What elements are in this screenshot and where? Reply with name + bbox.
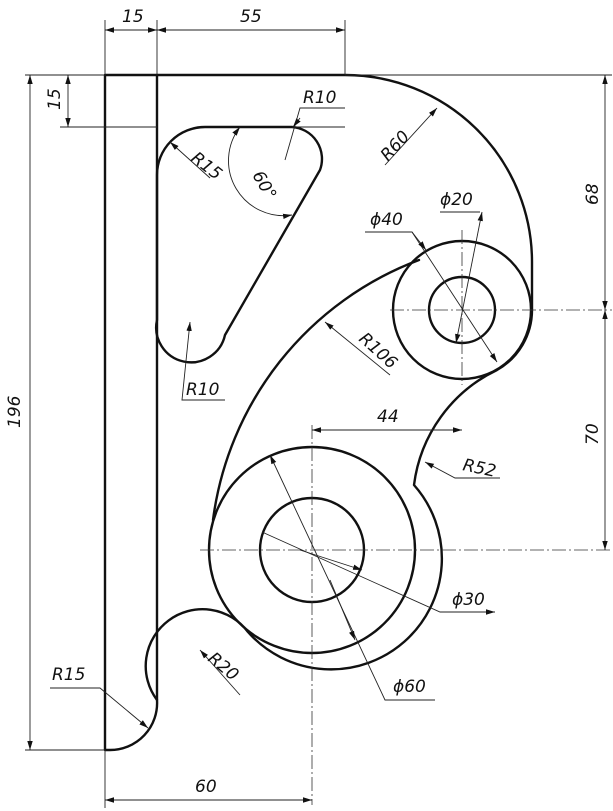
dim-height-68: 68 xyxy=(583,183,603,205)
dim-r60: R60 xyxy=(377,127,414,165)
dim-dia-20: ϕ20 xyxy=(440,190,473,210)
dim-r10-top: R10 xyxy=(303,88,336,108)
dim-height-15: 15 xyxy=(45,88,65,110)
dim-r106: R106 xyxy=(355,329,401,374)
dim-angle-60: 60° xyxy=(248,168,280,204)
dim-width-15: 15 xyxy=(122,7,144,27)
dim-r15-top: R15 xyxy=(187,148,226,184)
extension-lines xyxy=(25,20,612,808)
dim-height-196: 196 xyxy=(5,395,25,428)
leaders xyxy=(50,107,500,729)
dim-dia-60: ϕ60 xyxy=(393,677,426,697)
dimension-lines xyxy=(27,27,608,803)
part-outline xyxy=(103,73,534,752)
dimension-labels: 15 55 15 R10 R15 60° R60 68 ϕ20 ϕ40 196 … xyxy=(5,7,603,797)
dim-r15-bottom: R15 xyxy=(52,665,85,685)
outer-contour xyxy=(103,73,534,752)
dim-height-70: 70 xyxy=(583,423,603,445)
triangular-slot xyxy=(155,125,324,364)
dim-width-55: 55 xyxy=(240,7,262,27)
dim-dist-44: 44 xyxy=(377,407,399,427)
center-lines xyxy=(200,230,612,805)
dim-dia-40: ϕ40 xyxy=(370,210,403,230)
r106-arc xyxy=(211,258,421,522)
dim-dia-30: ϕ30 xyxy=(452,590,485,610)
dim-r10-bottom: R10 xyxy=(186,380,219,400)
dim-r20: R20 xyxy=(204,649,242,686)
dim-width-60: 60 xyxy=(195,777,217,797)
